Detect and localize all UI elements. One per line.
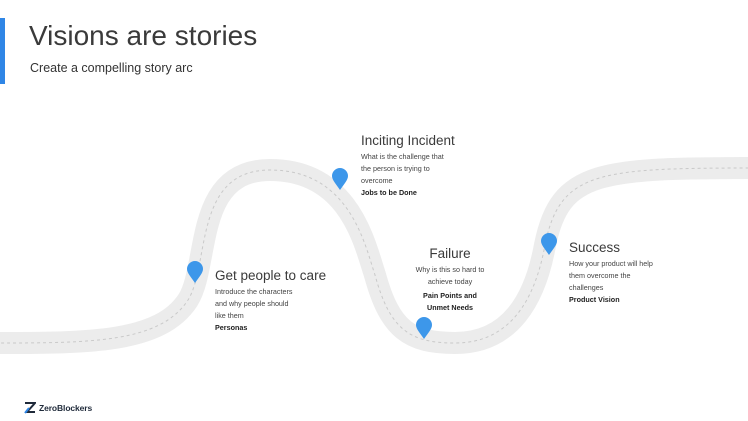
accent-bar <box>0 18 5 84</box>
stage-description: and why people should <box>215 299 289 308</box>
stage-failure: Failure Why is this so hard to achieve t… <box>395 246 505 314</box>
map-pin-icon <box>187 261 203 283</box>
map-pin-icon <box>541 233 557 255</box>
stage-success: Success How your product will help them … <box>569 240 653 306</box>
stage-description: them overcome the <box>569 271 631 280</box>
stage-description: like them <box>215 311 244 320</box>
z-mark-icon <box>24 402 36 414</box>
map-pin-icon <box>332 168 348 190</box>
slide-title: Visions are stories <box>29 20 258 51</box>
stage-key-concept: Product Vision <box>569 295 620 304</box>
stage-heading: Success <box>569 240 621 255</box>
stage-key-concept: Pain Points and <box>423 291 477 300</box>
logo-text: ZeroBlockers <box>39 403 93 413</box>
stage-description: Introduce the characters <box>215 287 293 296</box>
stage-heading: Get people to care <box>215 268 327 283</box>
stage-heading: Inciting Incident <box>361 133 455 148</box>
stage-key-concept: Unmet Needs <box>427 303 473 312</box>
stage-description: What is the challenge that <box>361 152 444 161</box>
map-pin-icon <box>416 317 432 339</box>
stage-description: achieve today <box>427 277 473 286</box>
stage-key-concept: Jobs to be Done <box>361 188 417 197</box>
zeroblockers-logo: ZeroBlockers <box>24 402 92 414</box>
stage-heading: Failure <box>429 246 471 261</box>
stage-description: overcome <box>361 176 393 185</box>
stage-description: the person is trying to <box>361 164 430 173</box>
stage-description: Why is this so hard to <box>415 265 485 274</box>
road-centerline <box>0 167 748 344</box>
stage-inciting: Inciting Incident What is the challenge … <box>361 133 455 199</box>
stage-care: Get people to care Introduce the charact… <box>215 268 326 334</box>
stage-description: How your product will help <box>569 259 653 268</box>
stage-description: challenges <box>569 283 604 292</box>
slide-subtitle: Create a compelling story arc <box>30 61 193 75</box>
stage-key-concept: Personas <box>215 323 248 332</box>
